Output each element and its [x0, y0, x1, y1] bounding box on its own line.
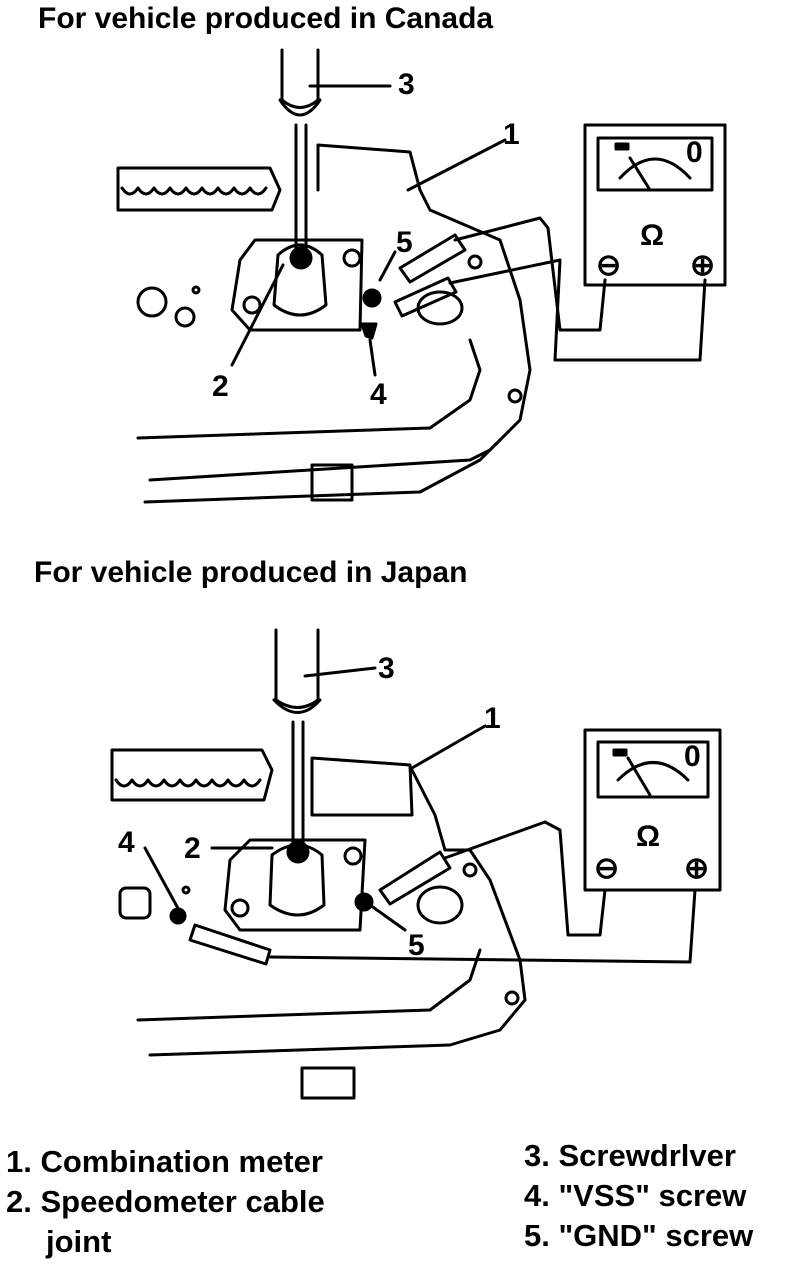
speedometer-base-plate — [223, 838, 367, 932]
canada-figure-title: For vehicle produced in Canada — [38, 2, 494, 35]
connector-strip — [110, 748, 274, 802]
callout-2: 2 — [184, 832, 201, 865]
callout-1: 1 — [503, 118, 520, 151]
plus-terminal-icon: ⊕ — [690, 249, 715, 282]
cable-connector — [300, 1066, 356, 1100]
combination-meter-panel — [310, 756, 414, 817]
legend-item-2-continued: joint — [46, 1224, 112, 1259]
wire-positive — [268, 888, 697, 964]
probe-gnd — [398, 233, 467, 284]
minus-terminal-icon: ⊖ — [594, 852, 619, 885]
wire-positive — [448, 258, 707, 362]
legend-item-3: 3. Screwdrlver — [524, 1138, 736, 1173]
japan-diagram: 3 1 2 4 5 Ω ⊖ ⊕ 0 — [110, 628, 722, 1100]
callout-5: 5 — [396, 226, 413, 259]
ohm-symbol: Ω — [636, 820, 660, 853]
probe-vss — [393, 276, 458, 318]
speedometer-cable-joint — [272, 243, 328, 317]
legend-right: 3. Screwdrlver 4. "VSS" screw 5. "GND" s… — [524, 1136, 753, 1256]
ohm-symbol: Ω — [640, 219, 664, 252]
scale-zero: 0 — [686, 136, 703, 169]
probe-vss — [188, 923, 272, 966]
ohmmeter-body — [583, 728, 722, 892]
connector-strip — [116, 166, 282, 212]
legend-item-1: 1. Combination meter — [6, 1144, 323, 1179]
screwdriver-handle — [274, 628, 320, 709]
legend-left: 1. Combination meter 2. Speedometer cabl… — [6, 1142, 325, 1262]
scale-zero: 0 — [684, 740, 701, 773]
wire-negative — [453, 216, 607, 332]
callout-3: 3 — [378, 652, 395, 685]
legend-item-5: 5. "GND" screw — [524, 1218, 754, 1253]
cable-connector — [310, 463, 354, 502]
callout-4: 4 — [118, 826, 135, 859]
legend-item-4: 4. "VSS" screw — [524, 1178, 747, 1213]
callout-5: 5 — [408, 929, 425, 962]
screwdriver-handle — [280, 48, 320, 109]
minus-terminal-icon: ⊖ — [596, 249, 621, 282]
gnd-screw — [362, 288, 382, 308]
japan-figure-title: For vehicle produced in Japan — [34, 556, 468, 589]
vss-screw — [360, 322, 378, 340]
canada-diagram: 3 1 5 2 4 Ω ⊖ ⊕ 0 — [116, 48, 727, 504]
ohmmeter-body — [583, 123, 727, 287]
callout-2: 2 — [212, 370, 229, 403]
legend-item-2: 2. Speedometer cable — [6, 1184, 325, 1219]
plus-terminal-icon: ⊕ — [684, 852, 709, 885]
callout-3: 3 — [398, 68, 415, 101]
callout-1: 1 — [484, 702, 501, 735]
probe-gnd — [378, 850, 452, 906]
wire-negative — [443, 820, 607, 937]
gnd-screw — [354, 892, 374, 912]
callout-4: 4 — [370, 378, 387, 411]
